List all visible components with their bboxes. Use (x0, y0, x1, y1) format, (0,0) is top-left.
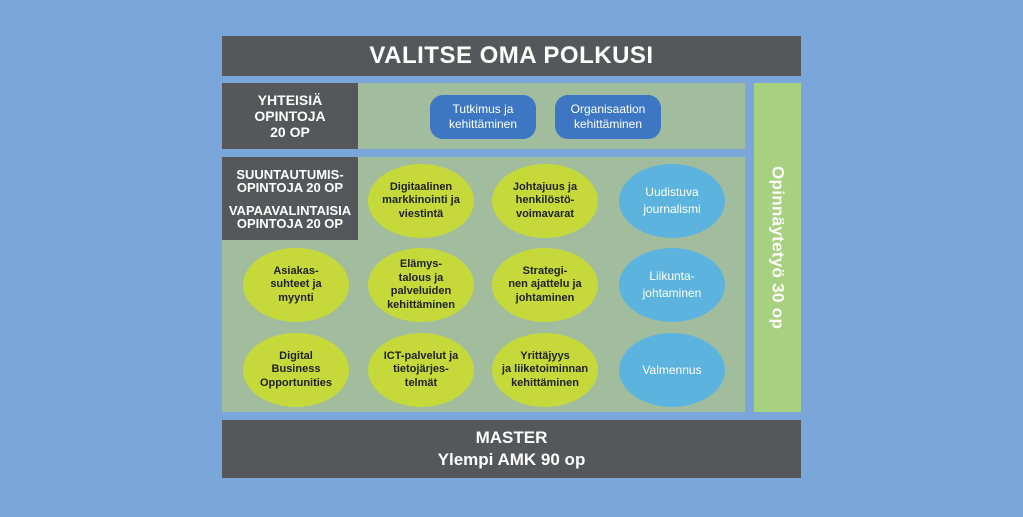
ellipse-leadership-hr: Johtajuus ja henkilöstö- voimavarat (492, 164, 598, 238)
ellipse-line: Asiakas- (273, 264, 319, 277)
common-studies-label: YHTEISIÄ OPINTOJA 20 OP (222, 83, 358, 149)
ellipse-digital-business: Digital Business Opportunities (243, 333, 349, 407)
ellipse-line: viestintä (398, 207, 444, 220)
ellipse-journalism: Uudistuva journalismi (619, 164, 725, 238)
ellipse-line: telmät (404, 376, 438, 389)
ellipse-line: Valmennus (642, 362, 702, 377)
ellipse-line: johtaminen (515, 291, 575, 304)
ellipse-line: voimavarat (515, 207, 575, 220)
master-line2: Ylempi AMK 90 op (437, 450, 586, 469)
thesis-label: Opinnäytetyö 30 op (768, 165, 788, 330)
elective-line: VAPAAVALINTAISIA (228, 202, 352, 218)
orientation-line: SUUNTAUTUMIS- (236, 166, 344, 182)
ellipse-line: kehittäminen (511, 376, 579, 389)
page-title: VALITSE OMA POLKUSI (222, 36, 801, 76)
ellipse-ict-services: ICT-palvelut ja tietojärjes- telmät (368, 333, 474, 407)
ellipse-line: markkinointi ja (382, 194, 460, 207)
ellipse-line: Liikunta- (649, 269, 695, 283)
pill-organisation-development: Organisaation kehittäminen (555, 95, 661, 139)
ellipse-line: ICT-palvelut ja (383, 349, 459, 362)
ellipse-line: Uudistuva (645, 185, 699, 199)
ellipse-line: myynti (278, 291, 314, 304)
ellipse-sports-management: Liikunta- johtaminen (619, 248, 725, 322)
ellipse-customer-relations: Asiakas- suhteet ja myynti (243, 248, 349, 322)
pill-line: kehittäminen (573, 117, 643, 131)
ellipse-line: kehittäminen (387, 298, 455, 311)
ellipse-digital-marketing: Digitaalinen markkinointi ja viestintä (368, 164, 474, 238)
orientation-studies-label: SUUNTAUTUMIS- OPINTOJA 20 OP VAPAAVALINT… (222, 157, 358, 240)
ellipse-line: Opportunities (259, 376, 333, 389)
thesis-bar: Opinnäytetyö 30 op (754, 83, 801, 412)
ellipse-line: ja liiketoiminnan (501, 363, 589, 376)
pill-line: kehittäminen (448, 117, 518, 131)
elective-line: OPINTOJA 20 OP (236, 215, 344, 231)
pill-research-development: Tutkimus ja kehittäminen (430, 95, 536, 139)
master-footer: MASTER Ylempi AMK 90 op (222, 420, 801, 478)
master-line1: MASTER (475, 428, 548, 447)
ellipse-line: Strategi- (522, 264, 568, 277)
common-studies-line: OPINTOJA (254, 108, 326, 124)
ellipse-line: nen ajattelu ja (508, 278, 582, 291)
pill-line: Tutkimus ja (452, 102, 514, 116)
ellipse-line: Digital (279, 349, 313, 362)
orientation-line: OPINTOJA 20 OP (236, 179, 344, 195)
ellipse-line: suhteet ja (270, 278, 322, 291)
ellipse-line: tietojärjes- (393, 363, 449, 376)
ellipse-line: Business (271, 363, 321, 376)
pill-line: Organisaation (570, 102, 646, 116)
ellipse-entrepreneurship: Yrittäjyys ja liiketoiminnan kehittämine… (492, 333, 598, 407)
ellipse-experience-economy: Elämys- talous ja palveluiden kehittämin… (368, 248, 474, 322)
ellipse-line: Yrittäjyys (520, 349, 570, 362)
common-studies-line: YHTEISIÄ (257, 92, 323, 108)
ellipse-line: Digitaalinen (389, 180, 453, 193)
ellipse-coaching: Valmennus (619, 333, 725, 407)
ellipse-line: johtaminen (642, 286, 702, 300)
ellipse-strategic-thinking: Strategi- nen ajattelu ja johtaminen (492, 248, 598, 322)
common-studies-line: 20 OP (270, 124, 310, 140)
ellipse-line: Elämys- (399, 258, 443, 270)
ellipse-line: henkilöstö- (515, 194, 575, 207)
ellipse-line: palveluiden (390, 285, 452, 297)
ellipse-line: Johtajuus ja (512, 180, 578, 193)
ellipse-line: talous ja (398, 271, 444, 284)
ellipse-line: journalismi (643, 202, 701, 216)
